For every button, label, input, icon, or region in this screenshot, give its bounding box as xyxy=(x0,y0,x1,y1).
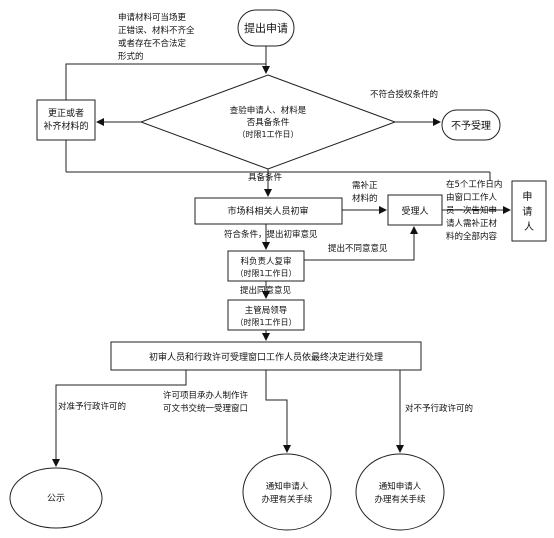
final-process-box xyxy=(110,341,422,371)
leader-label-2: （时限1工作日） xyxy=(235,317,296,327)
chief-label-1: 科负责人复审 xyxy=(240,256,291,267)
need-supplement-2: 材料的 xyxy=(352,193,378,204)
correct-label-1: 更正或者 xyxy=(48,107,84,119)
applicant-box xyxy=(511,180,547,242)
correct-note-4: 形式的 xyxy=(118,51,144,62)
applicant-label-vertical: 申 请 人 xyxy=(522,190,535,233)
not-permit-label: 对不予行政许可的 xyxy=(405,403,473,414)
applicant-char-2: 请 xyxy=(522,205,532,218)
notify-note-2: 由窗口工作人 xyxy=(446,192,498,203)
initial-review-box xyxy=(194,197,343,225)
notify-note-3: 员一次告知申 xyxy=(446,205,497,216)
chief-label-2: （时限1工作日） xyxy=(235,268,296,278)
notify-node-a xyxy=(242,453,332,531)
notify-note-1: 在5个工作日内 xyxy=(446,179,502,190)
check-label-3: （时限1工作日） xyxy=(237,129,298,139)
initial-review-label: 市场科相关人员初审 xyxy=(227,205,308,217)
correct-note-3: 或者存在不合法定 xyxy=(118,38,187,49)
notify-node-b xyxy=(355,453,445,531)
check-label-2: 否具备条件 xyxy=(247,117,290,128)
make-doc-1: 许可项目承办人制作许 xyxy=(163,390,249,401)
meets-label: 具备条件 xyxy=(248,172,283,183)
disagree-label: 提出不同意意见 xyxy=(328,243,388,254)
correct-box xyxy=(36,99,96,141)
publicize-node xyxy=(9,467,103,529)
applicant-char-3: 人 xyxy=(524,221,534,233)
need-supplement-1: 需补正 xyxy=(352,180,378,191)
notify-note-4: 请人需补正材 xyxy=(446,218,498,229)
correct-label-2: 补齐材料的 xyxy=(43,120,88,132)
leader-label-1: 主管局领导 xyxy=(245,305,288,316)
reject-label: 不予受理 xyxy=(451,120,491,132)
permit-label: 对准予行政许可的 xyxy=(58,401,126,412)
notify-b-label-2: 办理有关手续 xyxy=(374,494,426,505)
start-label: 提出申请 xyxy=(244,21,288,35)
make-doc-2: 可文书交统一受理窗口 xyxy=(163,403,248,414)
reject-node xyxy=(441,109,501,141)
agree-label: 提出同意意见 xyxy=(240,285,292,296)
pass-initial-label: 符合条件，提出初审意见 xyxy=(224,229,318,240)
notify-note-5: 料的全部内容 xyxy=(446,231,498,242)
correct-note-2: 正错误、材料不齐全 xyxy=(118,25,195,36)
acceptor-label: 受理人 xyxy=(401,205,428,217)
notify-a-label-1: 通知申请人 xyxy=(266,481,309,492)
final-label: 初审人员和行政许可受理窗口工作人员依最终决定进行处理 xyxy=(149,351,383,363)
check-label-1: 查验申请人、材料是 xyxy=(230,105,307,116)
notify-b-label-1: 通知申请人 xyxy=(379,481,422,492)
correct-note-1: 申请材料可当场更 xyxy=(118,12,187,23)
chief-review-box xyxy=(227,250,305,282)
publicize-label: 公示 xyxy=(47,493,65,504)
notify-a-label-2: 办理有关手续 xyxy=(261,494,313,505)
applicant-char-1: 申 xyxy=(522,190,532,203)
not-authorized-label: 不符合授权条件的 xyxy=(370,89,438,100)
